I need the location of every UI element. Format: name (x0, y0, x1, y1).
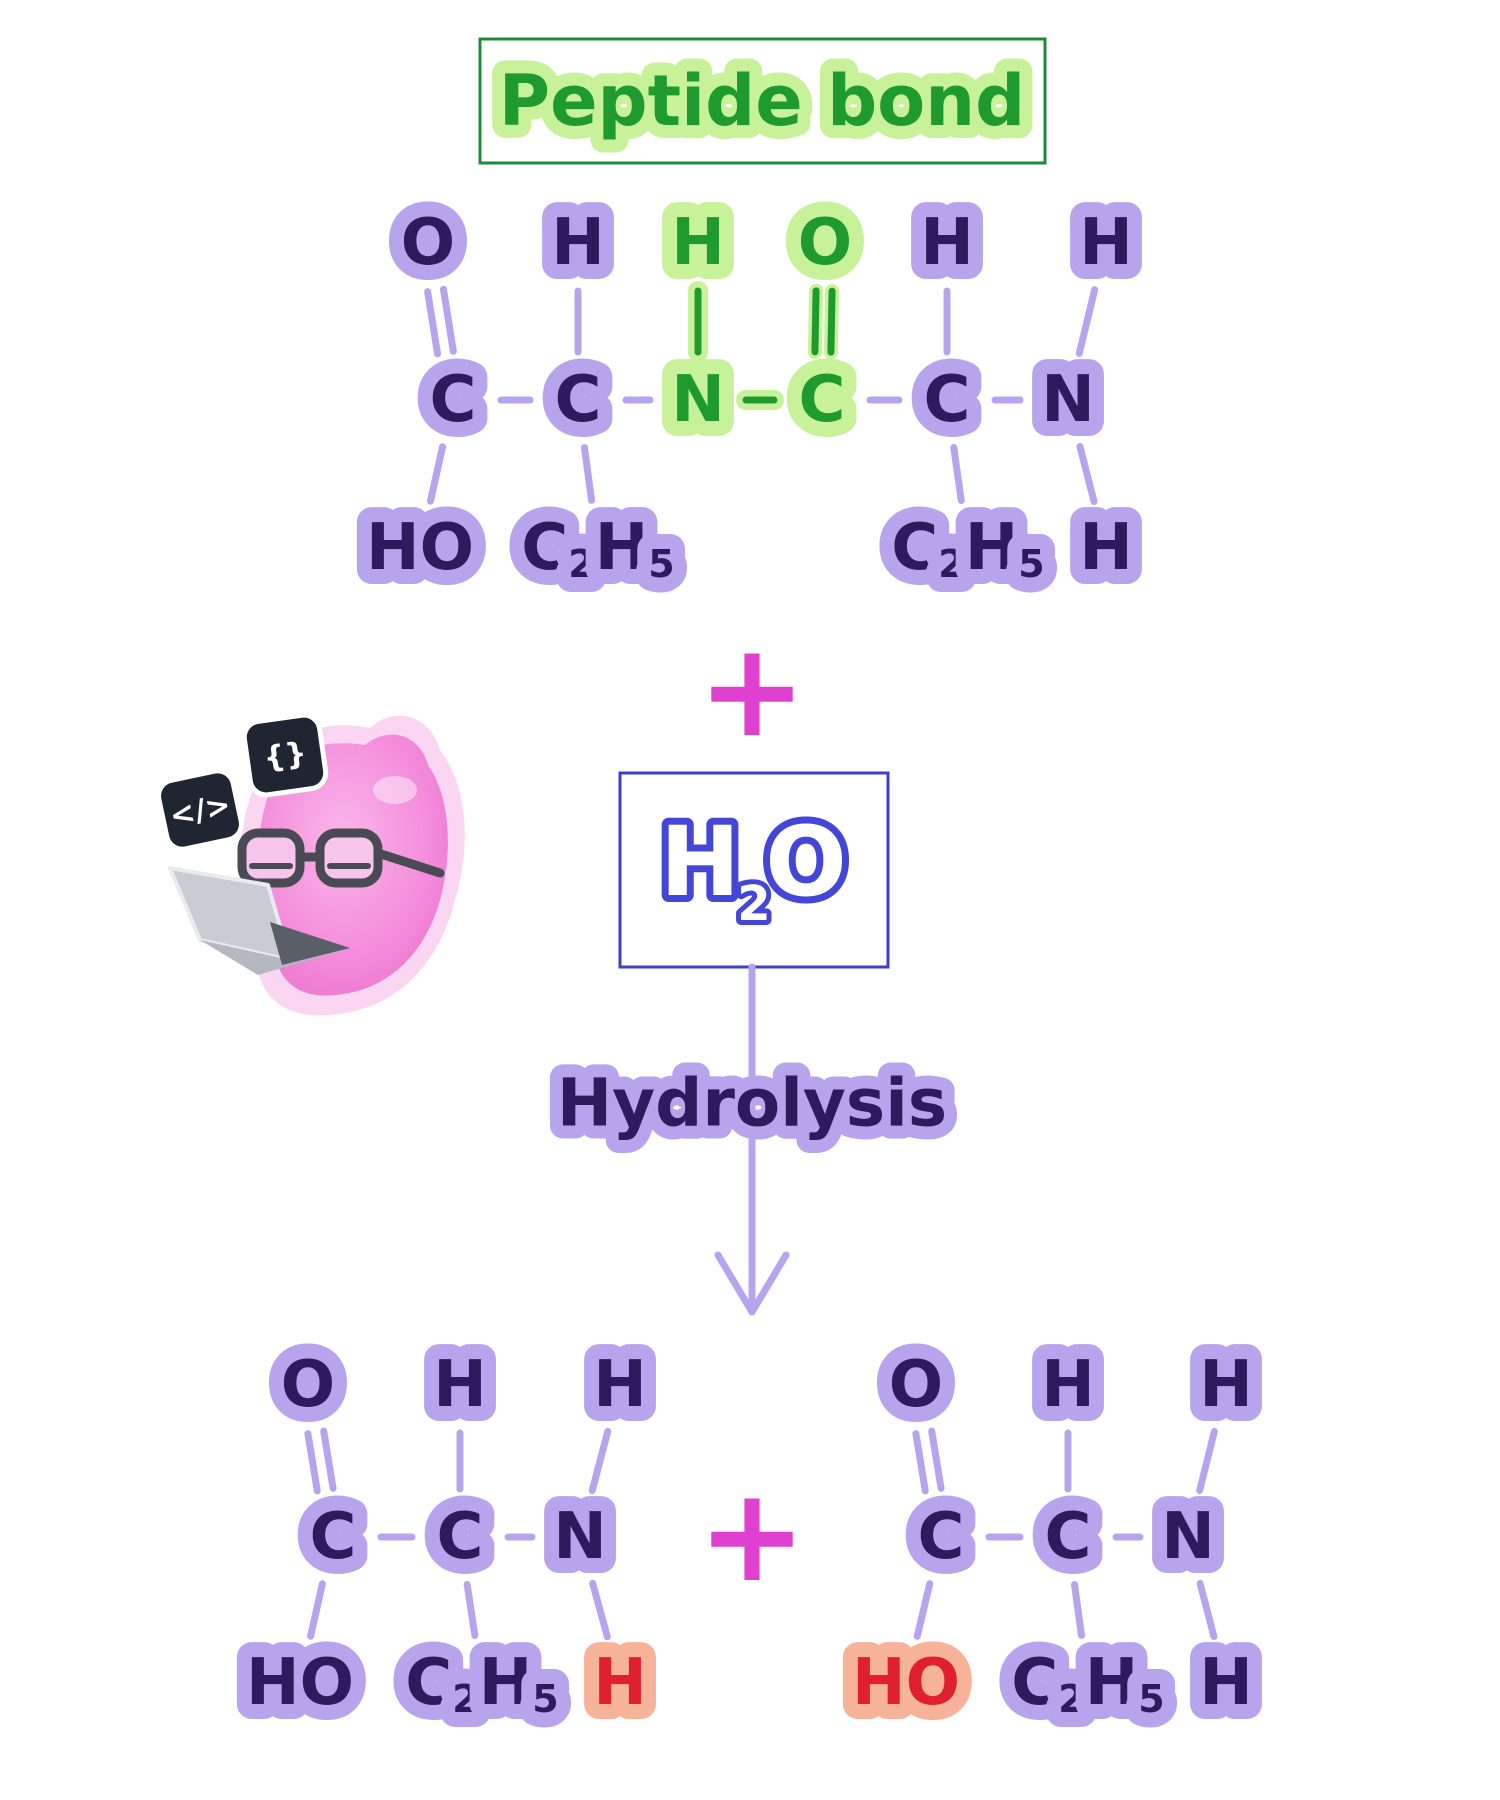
braces-icon: {} (241, 712, 329, 798)
dipeptide-bonds (424, 281, 1099, 506)
title-box: Peptide bond (478, 37, 1047, 165)
glasses-icon (237, 828, 445, 888)
code-tag-icon: </> (156, 768, 244, 852)
braces-text: {} (262, 736, 309, 777)
reaction-arrow (714, 963, 790, 1316)
double-bond (424, 288, 442, 358)
atom-h3b: H (1199, 1646, 1253, 1720)
water-subscript: 2 (737, 876, 770, 932)
atom-h2: H (433, 1348, 487, 1422)
atom-n6: N (1041, 363, 1095, 437)
atom-c1: C (430, 363, 477, 437)
single-bond (463, 1580, 479, 1640)
atom-o4: O (798, 206, 852, 280)
atom-c2: C (555, 363, 602, 437)
hydrolysis-label: Hydrolysis (557, 1065, 947, 1142)
title-border (478, 37, 1047, 165)
title-peptide-bond: Peptide bond (499, 60, 1025, 142)
single-bond (1196, 1579, 1218, 1641)
water-o: O (765, 806, 847, 918)
atom-c4: C (799, 363, 846, 437)
laptop-icon (168, 866, 350, 975)
atom-h2: H (1041, 1348, 1095, 1422)
atom-c1: C (310, 1500, 357, 1574)
atom-c2: C (1045, 1500, 1092, 1574)
single-bond (950, 444, 965, 504)
atom-h3: H (671, 206, 725, 280)
single-bond (1071, 1581, 1085, 1639)
atom-h2: H (551, 206, 605, 280)
double-bond (827, 287, 836, 356)
atom-h5: H (920, 206, 974, 280)
atom-ho1: HO (852, 1646, 960, 1720)
atom-h6: H (1079, 206, 1133, 280)
single-bond (1196, 1428, 1218, 1494)
single-bond (589, 1579, 611, 1641)
atom-o1: O (281, 1348, 335, 1422)
atom-n3: N (553, 1500, 607, 1574)
plus-sign-reactants: + (698, 614, 807, 766)
atom-o1: O (889, 1348, 943, 1422)
atom-n3: N (1161, 1500, 1215, 1574)
atom-r2: C2H5 (405, 1646, 558, 1721)
single-bond (580, 444, 596, 504)
bonds-layer (304, 281, 1218, 1641)
atom-c2: C (437, 1500, 484, 1574)
atom-c5: C (924, 363, 971, 437)
atom-r2: C2H5 (1011, 1646, 1164, 1721)
atom-r5: C2H5 (891, 511, 1044, 586)
single-bond (588, 1427, 612, 1495)
atom-r2: C2H5 (521, 511, 674, 586)
atom-c1: C (918, 1500, 965, 1574)
mascot-illustration: </> {} (156, 712, 465, 1016)
atom-ho1: HO (366, 511, 474, 585)
double-bond (304, 1430, 321, 1495)
single-bond (307, 1580, 326, 1640)
single-bond (913, 1580, 934, 1640)
product-b-bonds (912, 1427, 1218, 1641)
atom-h3b: H (593, 1646, 647, 1720)
atom-h6b: H (1079, 511, 1133, 585)
atom-ho1: HO (246, 1646, 354, 1720)
water-h: H (660, 806, 740, 918)
atom-n3: N (671, 363, 725, 437)
double-bond (912, 1430, 929, 1495)
single-bond (1076, 442, 1098, 506)
double-bond (811, 287, 820, 356)
double-bond (320, 1427, 337, 1492)
product-a-bonds (304, 1427, 612, 1641)
water-box: H 2 O (618, 771, 890, 969)
double-bond (439, 285, 457, 355)
atom-h3: H (1199, 1348, 1253, 1422)
double-bond (928, 1427, 945, 1492)
atom-h3: H (593, 1348, 647, 1422)
single-bond (1075, 286, 1099, 357)
plus-sign-products: + (698, 1459, 807, 1611)
single-bond (426, 443, 447, 505)
water-border (618, 771, 890, 969)
atom-o1: O (401, 206, 455, 280)
